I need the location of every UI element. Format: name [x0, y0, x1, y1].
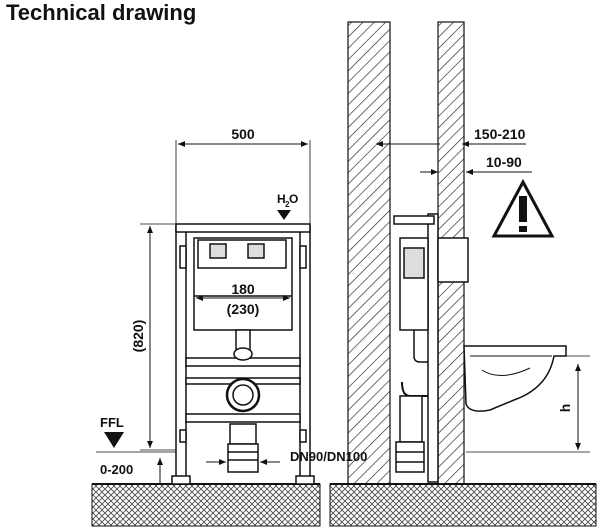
water-connection-marker: H 2 O [277, 192, 298, 220]
frame-front-view [171, 223, 315, 485]
dimension-wall-offset-cladding: 10-90 [420, 154, 532, 175]
warning-triangle-icon [491, 178, 555, 238]
dim-0-200-label: 0-200 [100, 462, 133, 477]
water-o-label: O [289, 192, 298, 206]
frame-side-view [393, 213, 469, 483]
dim-h-label: h [557, 404, 573, 413]
dim-10-90-label: 10-90 [486, 154, 522, 170]
ffl-triangle-icon [104, 432, 124, 448]
page-title: Technical drawing [6, 0, 197, 25]
wall-hung-pan [463, 345, 567, 412]
dim-150-210-label: 150-210 [474, 126, 526, 142]
dimension-wall-offset-total: 150-210 [376, 126, 526, 160]
dim-820-label: (820) [130, 320, 146, 353]
dimension-pipe: DN90/DN100 [206, 449, 367, 465]
floor-slab-right [329, 483, 597, 527]
floor-slab-left [91, 483, 321, 527]
finished-floor-level-marker: FFL [96, 415, 176, 453]
wall-hatched-left [347, 21, 391, 485]
dim-180-label: 180 [231, 281, 255, 297]
dim-230-label: (230) [227, 301, 260, 317]
water-arrow-icon [277, 210, 291, 220]
pipe-size-label: DN90/DN100 [290, 449, 367, 464]
dimension-cistern-height: (820) [130, 223, 176, 451]
dimension-flush-plate: 180 (230) [196, 281, 290, 317]
water-2-label: 2 [285, 200, 290, 209]
ffl-label: FFL [100, 415, 124, 430]
dimension-frame-width: 500 [175, 126, 311, 224]
dim-500-label: 500 [231, 126, 255, 142]
water-h-label: H [277, 192, 286, 206]
dimension-floor-adjust: 0-200 [100, 458, 163, 484]
dimension-pan-height: h [466, 355, 590, 453]
